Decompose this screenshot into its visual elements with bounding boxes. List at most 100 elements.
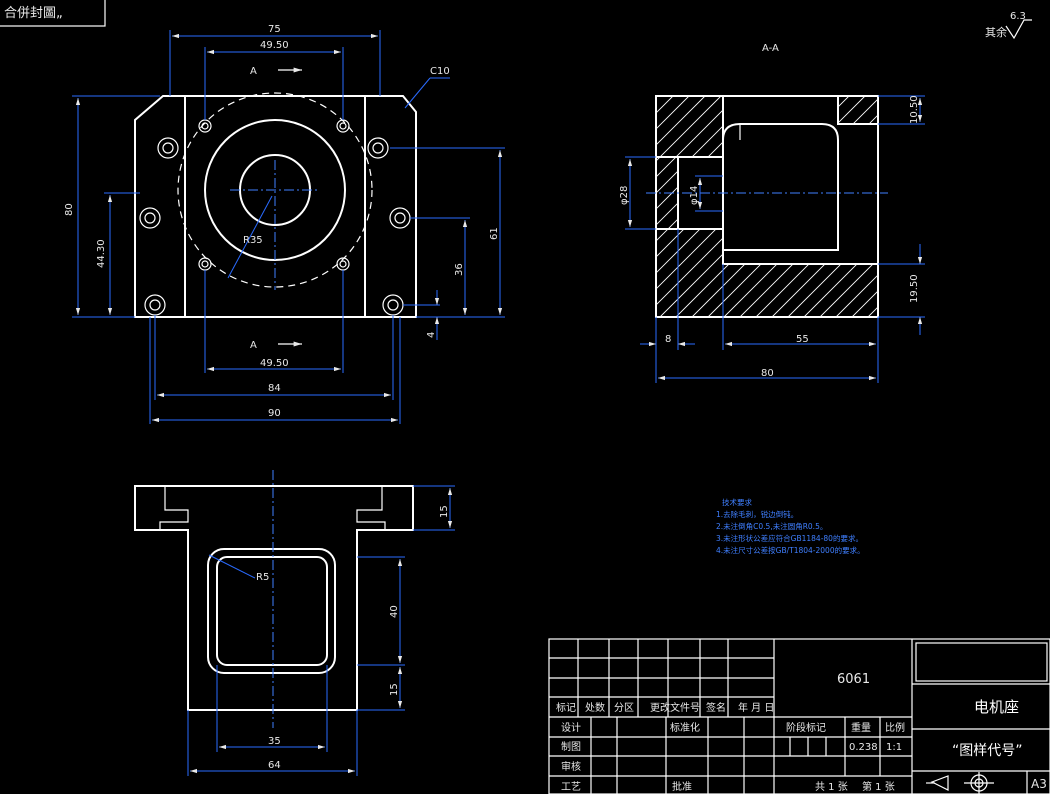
- hatch-line: [356, 96, 577, 317]
- hatch-line: [656, 96, 818, 317]
- hatch-line: [656, 96, 738, 317]
- hatch-line: [932, 96, 1050, 317]
- dim-1050: 10.50: [909, 95, 920, 124]
- dim-40: 40: [389, 605, 400, 618]
- tb-label-shenhe: 审核: [561, 760, 581, 773]
- dim-8: 8: [665, 334, 671, 345]
- hatch-line: [659, 96, 878, 317]
- hatch-line: [771, 96, 878, 317]
- drawing-code-cell: “图样代号”: [952, 743, 1023, 759]
- roughness-symbol: 其余 6.3: [985, 11, 1032, 40]
- hatch-line: [656, 96, 802, 317]
- dim-phi28: φ28: [619, 186, 630, 205]
- dim-4950-top: 49.50: [260, 40, 289, 51]
- roughness-prefix: 其余: [985, 25, 1007, 39]
- part-name-cell: 电机座: [974, 698, 1019, 716]
- roughness-value: 6.3: [1010, 11, 1026, 22]
- hatch-line: [787, 96, 878, 317]
- cut-mark-top: A: [250, 66, 257, 77]
- hatch-line: [656, 96, 722, 317]
- hatch-line: [755, 96, 878, 317]
- dim-35: 35: [268, 736, 281, 747]
- scale-value: 1:1: [886, 742, 902, 753]
- hatch-line: [851, 96, 878, 317]
- dim-4: 4: [426, 332, 437, 338]
- dim-64: 64: [268, 760, 281, 771]
- sheet-size-cell: A3: [1031, 777, 1047, 791]
- dim-55: 55: [796, 334, 809, 345]
- hatch-line: [867, 96, 878, 317]
- top-view: R35 C10 A A 75 49.50 80 44.30: [64, 24, 505, 424]
- dim-phi14: φ14: [689, 186, 700, 205]
- tb-label-biaoji: 标记: [556, 702, 576, 714]
- dim-90: 90: [268, 408, 281, 419]
- tb-label-bili: 比例: [885, 721, 905, 734]
- hatch-line: [388, 96, 609, 317]
- hatch-line: [656, 96, 850, 317]
- projection-symbol-icon: [926, 772, 994, 794]
- tb-label-pizhun: 批准: [672, 780, 692, 793]
- tb-label-jieduan: 阶段标记: [786, 721, 826, 734]
- tech-note-1: 1.去除毛刺，锐边倒钝。: [716, 509, 798, 519]
- dim-84: 84: [268, 383, 281, 394]
- dim-36: 36: [454, 263, 465, 276]
- section-label: A-A: [762, 43, 779, 54]
- tb-label-genggai: 更改文件号: [650, 701, 700, 714]
- technical-notes: 技术要求 1.去除毛刺，锐边倒钝。 2.未注倒角C0.5,未注圆角R0.5。 3…: [716, 497, 865, 555]
- hatch-line: [656, 96, 770, 317]
- tech-note-3: 3.未注形状公差应符合GB1184-80的要求。: [716, 533, 863, 543]
- hatch-line: [739, 96, 878, 317]
- hatch-line: [835, 96, 878, 317]
- hatch-line: [656, 96, 658, 317]
- title-block: 6061 电机座 “图样代号” A3 标记 处数 分区 更改文件号 签名 年 月…: [548, 638, 1050, 794]
- hatch-line: [819, 96, 878, 317]
- dim-80-left: 80: [64, 203, 75, 216]
- hatch-line: [675, 96, 878, 317]
- corner-tag: 合併封圖„: [0, 0, 106, 27]
- dim-80-section: 80: [761, 368, 774, 379]
- tech-note-2: 2.未注倒角C0.5,未注圆角R0.5。: [716, 521, 827, 531]
- tb-label-di: 第 1 张: [862, 780, 895, 793]
- tb-label-qianming: 签名: [706, 701, 726, 714]
- hatch-line: [656, 96, 706, 317]
- tb-label-zhongliang: 重量: [851, 721, 871, 734]
- tb-label-biaozhunhua: 标准化: [670, 721, 700, 734]
- radius-label-top: R35: [243, 235, 263, 246]
- dim-15-top: 15: [439, 505, 450, 518]
- tb-label-fenqu: 分区: [614, 702, 634, 714]
- material-cell: 6061: [837, 672, 870, 687]
- tb-label-zhitu: 制图: [561, 740, 581, 753]
- tapped-holes: [198, 119, 350, 271]
- chamfer-label: C10: [430, 66, 450, 77]
- dim-75: 75: [268, 24, 281, 35]
- tb-label-nianyueri: 年 月 日: [738, 701, 774, 714]
- corner-tag-text: 合併封圖„: [4, 6, 63, 21]
- dim-4950-bottom: 49.50: [260, 358, 289, 369]
- section-dimensions: 10.50 19.50 φ28 φ14 8 55 80: [619, 95, 925, 383]
- radius-label-front: R5: [256, 572, 269, 583]
- dim-15-bottom: 15: [389, 683, 400, 696]
- hatch-line: [948, 96, 1050, 317]
- tb-label-chushu: 处数: [585, 701, 605, 714]
- dim-1950: 19.50: [909, 274, 920, 303]
- tb-label-gongyi: 工艺: [561, 781, 581, 793]
- weight-value: 0.238: [849, 742, 878, 753]
- tb-label-gong: 共 1 张: [815, 781, 848, 793]
- hatch-line: [404, 96, 625, 317]
- dim-4430: 44.30: [96, 239, 107, 268]
- front-dimensions: 15 40 15 35 64: [187, 485, 455, 776]
- top-view-dimensions: 75 49.50 80 44.30 61 36 4: [64, 24, 505, 424]
- hatch-line: [656, 96, 674, 317]
- tech-note-4: 4.未注尺寸公差按GB/T1804-2000的要求。: [716, 545, 865, 555]
- hatch-line: [372, 96, 593, 317]
- tb-label-sheji: 设计: [561, 721, 581, 734]
- front-view: R5 15 40 15 35 64: [134, 470, 455, 776]
- hatch-line: [420, 96, 641, 317]
- cut-mark-bottom: A: [250, 340, 257, 351]
- hatch-line: [656, 96, 786, 317]
- hatch-line: [916, 96, 1050, 317]
- section-view: A-A 10.50 19.50 φ28 φ14: [356, 43, 1050, 383]
- tech-notes-title: 技术要求: [722, 497, 752, 507]
- dim-61: 61: [489, 227, 500, 240]
